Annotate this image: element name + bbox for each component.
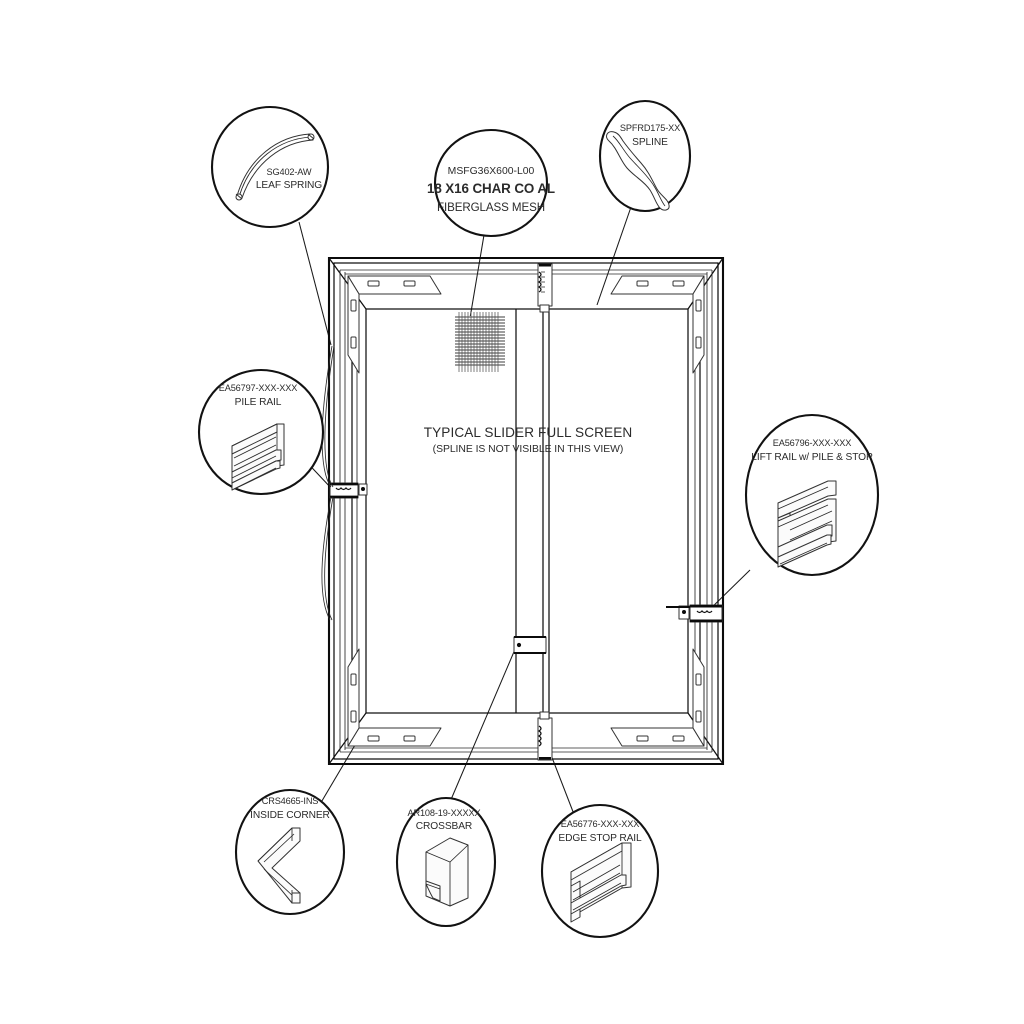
lift-rail-icon (777, 480, 837, 568)
fiberglass-mesh-swatch (455, 312, 505, 372)
spline-part-name: SPLINE (632, 137, 668, 148)
corner-bracket-bottom-right (610, 648, 705, 747)
crossbar-part-name: CROSSBAR (416, 821, 472, 832)
crossbar-part-number: AR108-19-XXXXX (408, 808, 481, 818)
leader-lines (298, 206, 751, 839)
callout-pile-rail[interactable]: EA56797-XXX-XXX PILE RAIL (197, 368, 325, 496)
inside-corner-part-number: CRS4665-INS (262, 796, 319, 806)
callout-mesh-circle[interactable] (433, 128, 549, 238)
inside-corner-part-name: INSIDE CORNER (250, 810, 330, 821)
corner-bracket-bottom-left (347, 648, 442, 747)
callout-fiberglass-mesh[interactable]: MSFG36X600-L00 18 X16 CHAR CO AL FIBERGL… (427, 128, 555, 238)
outer-frame-inner-edge (333, 262, 719, 760)
mesh-part-name: FIBERGLASS MESH (437, 201, 545, 214)
lift-rail-part-name: LIFT RAIL w/ PILE & STOP (751, 452, 873, 463)
mesh-part-number: MSFG36X600-L00 (448, 166, 535, 177)
pile-rail-part-name: PILE RAIL (235, 397, 282, 408)
crossbar-detail (513, 635, 547, 655)
callout-lift-rail[interactable]: EA56796-XXX-XXX LIFT RAIL w/ PILE & STOP (744, 413, 880, 577)
callout-spline[interactable]: SPFRD175-XX SPLINE (598, 99, 692, 213)
edge-stop-part-name: EDGE STOP RAIL (558, 833, 642, 844)
edge-stop-rail-icon (570, 842, 632, 923)
leader-spline (596, 206, 632, 306)
spline-icon (606, 131, 670, 211)
crossbar-icon (425, 837, 469, 907)
callout-edge-stop-rail[interactable]: EA56776-XXX-XXX EDGE STOP RAIL (540, 803, 660, 939)
screen-frame-assembly (321, 256, 725, 766)
bottom-center-rail-detail (537, 711, 553, 761)
mesh-spec: 18 X16 CHAR CO AL (427, 181, 555, 196)
pile-rail-attachment (329, 482, 368, 499)
center-label-group: TYPICAL SLIDER FULL SCREEN (SPLINE IS NO… (424, 425, 633, 455)
corner-bracket-top-right (610, 275, 705, 374)
edge-stop-part-number: EA56776-XXX-XXX (561, 819, 639, 829)
bottom-rail-profile (340, 747, 712, 753)
leaf-spring-part-name: LEAF SPRING (256, 180, 322, 191)
center-title: TYPICAL SLIDER FULL SCREEN (424, 425, 633, 440)
pile-rail-part-number: EA56797-XXX-XXX (219, 383, 297, 393)
callout-inside-corner-circle[interactable] (234, 788, 346, 916)
leaf-spring-icon (235, 133, 315, 201)
callout-inside-corner[interactable]: CRS4665-INS INSIDE CORNER (234, 788, 346, 916)
top-center-rail-detail (537, 263, 553, 313)
inside-corner-icon (257, 827, 301, 904)
leaf-spring-part-number: SG402-AW (267, 167, 312, 177)
leader-mesh (469, 234, 485, 319)
spline-part-number: SPFRD175-XX (620, 123, 680, 133)
center-subtitle: (SPLINE IS NOT VISIBLE IN THIS VIEW) (433, 444, 624, 455)
lift-rail-part-number: EA56796-XXX-XXX (773, 438, 851, 448)
callout-leaf-spring[interactable]: SG402-AW LEAF SPRING (210, 105, 330, 229)
top-rail-profile (340, 269, 712, 275)
callout-spline-circle[interactable] (598, 99, 692, 213)
pile-rail-icon (231, 423, 285, 491)
corner-bracket-top-left (347, 275, 442, 374)
leader-leaf-spring (298, 221, 332, 346)
callout-crossbar[interactable]: AR108-19-XXXXX CROSSBAR (395, 796, 497, 928)
lift-rail-attachment (666, 604, 723, 623)
leader-crossbar (443, 646, 517, 817)
